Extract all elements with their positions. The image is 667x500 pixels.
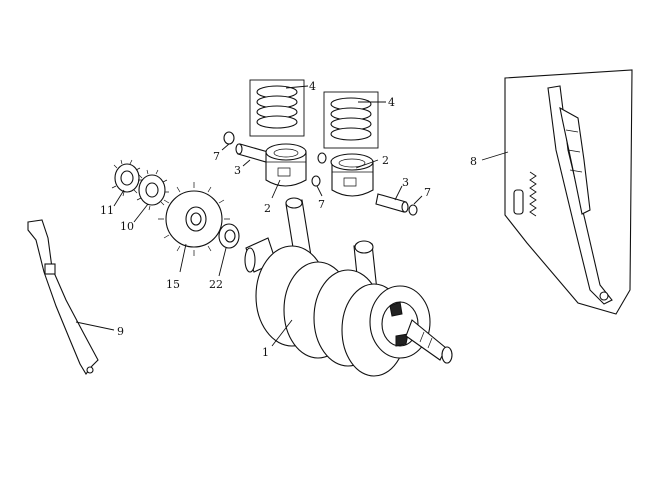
part-4-piston-rings-left[interactable] [249,79,305,137]
part-7-circlip-right[interactable] [408,204,418,216]
callout-22: 22 [209,278,223,291]
part-10-gear[interactable] [136,169,169,211]
part-3-piston-pin-left[interactable] [235,143,269,163]
callout-15: 15 [166,278,180,291]
callout-7: 7 [318,198,325,211]
part-3-piston-pin-right[interactable] [375,193,409,213]
part-11-needle-bearing[interactable] [111,159,142,197]
callout-1: 1 [262,346,269,359]
callout-11: 11 [100,204,114,217]
part-9-linkage-bar[interactable] [27,219,99,375]
callout-4: 4 [388,96,395,109]
callout-9: 9 [117,325,124,338]
callout-3: 3 [402,176,409,189]
callout-2: 2 [264,202,271,215]
callout-7: 7 [424,186,431,199]
leader-lines [75,85,509,347]
part-15-sprocket[interactable] [158,182,230,256]
part-4-piston-rings-right[interactable] [323,91,379,149]
callout-4: 4 [309,80,316,93]
part-22-oil-seal[interactable] [218,223,240,249]
callout-8: 8 [470,155,477,168]
part-2-piston-right[interactable] [330,153,374,197]
callout-2: 2 [382,154,389,167]
part-7-circlip-left[interactable] [223,131,235,145]
part-2-piston-left[interactable] [265,143,307,187]
callout-3: 3 [234,164,241,177]
callout-10: 10 [120,220,134,233]
part-1-crankshaft-assembly[interactable] [244,197,453,377]
part-7-circlip-center[interactable] [311,152,327,187]
callout-labels: 1 2 2 3 3 4 4 7 7 7 8 9 10 11 15 22 [100,80,477,359]
callout-7: 7 [213,150,220,163]
part-8-chain-guide-assembly[interactable] [504,69,633,315]
